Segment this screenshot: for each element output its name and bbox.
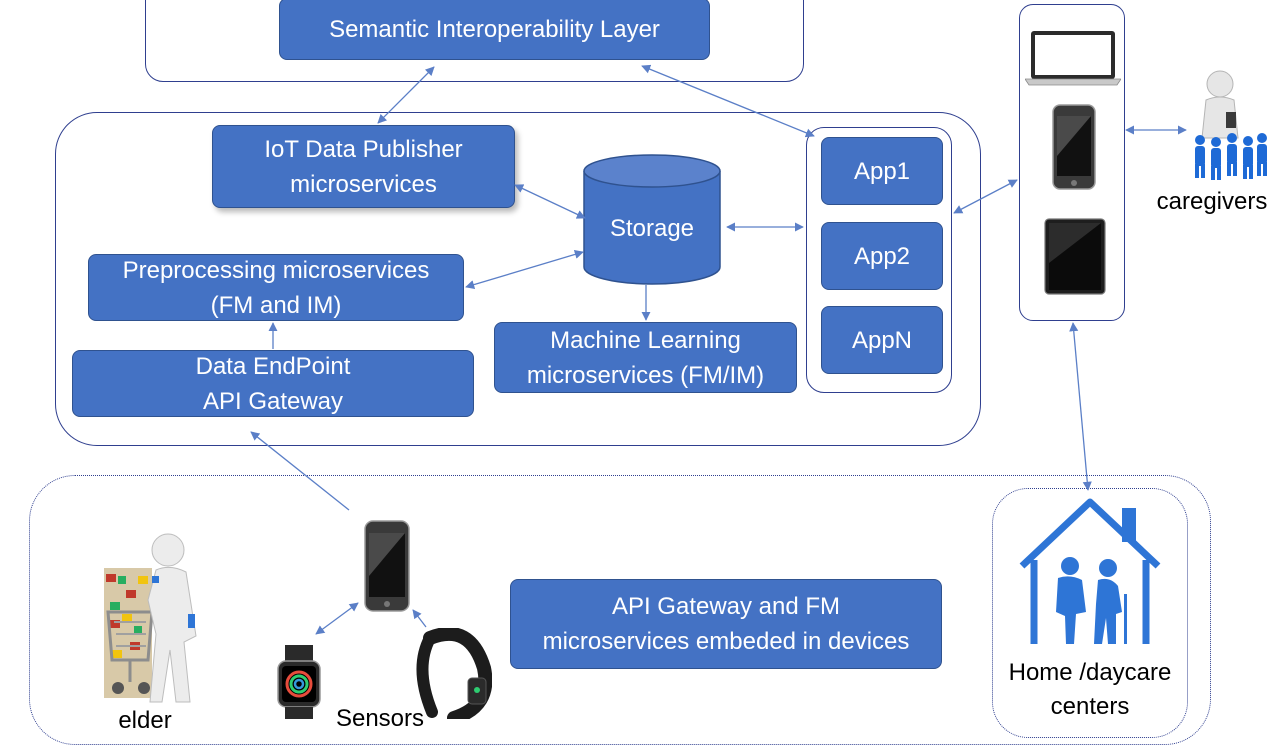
storage-cylinder-icon [583, 154, 721, 285]
semantic-interoperability-layer-box: Semantic Interoperability Layer [279, 0, 710, 60]
app1-label: App1 [853, 157, 911, 185]
appn-box: AppN [821, 306, 943, 374]
arrow-devices-home [1069, 322, 1092, 491]
cloud-platform-frame [55, 112, 981, 446]
caregivers-label: caregivers [1156, 188, 1268, 215]
arrow-phone-band [412, 609, 427, 628]
caregivers-icon [1195, 70, 1267, 180]
home-label-line1: Home /daycare [1008, 659, 1172, 686]
elder-label: elder [118, 707, 172, 734]
iot-publisher-line1: IoT Data Publisher [264, 135, 463, 163]
app1-box: App1 [821, 137, 943, 205]
app2-box: App2 [821, 222, 943, 290]
ml-line1: Machine Learning [550, 326, 741, 354]
machine-learning-box: Machine Learning microservices (FM/IM) [494, 322, 797, 393]
app2-label: App2 [853, 242, 911, 270]
connector-arrows [250, 64, 1187, 635]
arrow-semantic-iot [377, 66, 435, 124]
semantic-layer-frame [145, 0, 804, 82]
elder-shopping-icon [104, 533, 197, 703]
edge-smartphone-icon [364, 520, 410, 612]
endpoint-line1: Data EndPoint [195, 352, 351, 380]
arrow-phone-endpoint [250, 431, 350, 511]
arrow-apps-devices [953, 179, 1018, 214]
embedded-line1: API Gateway and FM [611, 593, 841, 620]
devices-frame [1019, 4, 1125, 321]
embedded-microservices-box: API Gateway and FM microservices embeded… [510, 579, 942, 669]
smartphone-icon [1052, 104, 1096, 190]
tablet-icon [1044, 218, 1106, 295]
fitness-band-icon [416, 628, 492, 719]
home-label-line2: centers [1050, 693, 1130, 720]
home-elderly-icon [1019, 498, 1161, 644]
storage-label: Storage [609, 215, 695, 242]
iot-data-publisher-box: IoT Data Publisher microservices [212, 125, 515, 208]
arrow-semantic-apps [641, 64, 815, 138]
embedded-line2: microservices embeded in devices [542, 628, 910, 655]
appn-label: AppN [851, 326, 913, 354]
laptop-icon [1025, 31, 1121, 86]
preprocessing-box: Preprocessing microservices (FM and IM) [88, 254, 464, 321]
data-endpoint-box: Data EndPoint API Gateway [72, 350, 474, 417]
sensors-label: Sensors [335, 705, 425, 732]
smartwatch-icon [277, 645, 321, 719]
preprocessing-line1: Preprocessing microservices [122, 256, 430, 284]
arrow-phone-watch [315, 602, 359, 635]
semantic-layer-label: Semantic Interoperability Layer [329, 15, 660, 43]
preprocessing-line2: (FM and IM) [210, 291, 342, 319]
arrow-iot-storage [514, 184, 586, 219]
arrow-storage-preprocessing [465, 249, 584, 290]
endpoint-line2: API Gateway [202, 387, 344, 415]
apps-frame [806, 127, 952, 393]
ml-line2: microservices (FM/IM) [526, 361, 765, 389]
iot-publisher-line2: microservices [290, 170, 437, 198]
